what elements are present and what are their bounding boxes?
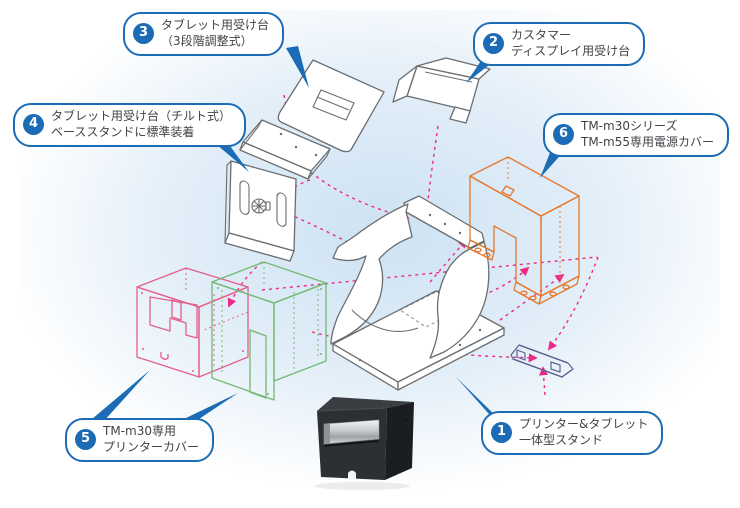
customer-display-holder-illustration xyxy=(392,57,491,124)
stand-illustration xyxy=(330,195,505,391)
callout-printer-cover: 5 TM-m30専用 プリンターカバー xyxy=(65,418,215,462)
callout-number-badge: 5 xyxy=(75,428,96,450)
callout-tablet-holder-tilt: 4 タブレット用受け台（チルト式） ベーススタンドに標準装着 xyxy=(13,103,247,147)
printer-cover-pink-illustration xyxy=(136,267,249,378)
power-cover-illustration xyxy=(467,156,580,305)
callout-number-badge: 6 xyxy=(553,123,574,145)
mounting-bracket-illustration xyxy=(510,344,574,378)
callout-label: TM-m30専用 プリンターカバー xyxy=(103,424,200,455)
callout-display-holder: 2 カスタマー ディスプレイ用受け台 xyxy=(473,22,646,66)
callout-stand: 1 プリンター&タブレット 一体型スタンド xyxy=(481,411,664,455)
callout-tablet-holder-3stage: 3 タブレット用受け台 （3段階調整式） xyxy=(123,12,285,56)
tilt-tablet-holder-illustration xyxy=(224,160,297,262)
printer-photo xyxy=(314,397,414,490)
tablet-holder-3stage-illustration xyxy=(239,59,385,180)
callout-label: タブレット用受け台（チルト式） ベーススタンドに標準装着 xyxy=(51,109,232,140)
printer-cover-green-illustration xyxy=(211,261,327,401)
callout-number-badge: 1 xyxy=(491,421,512,443)
callout-pointers xyxy=(92,46,566,422)
callout-number-badge: 4 xyxy=(23,113,44,135)
callout-number-badge: 2 xyxy=(483,32,504,54)
callout-label: TM-m30シリーズ TM-m55専用電源カバー xyxy=(581,119,714,150)
callout-power-cover: 6 TM-m30シリーズ TM-m55専用電源カバー xyxy=(543,113,729,157)
callout-number-badge: 3 xyxy=(133,22,154,44)
callout-label: カスタマー ディスプレイ用受け台 xyxy=(511,28,631,59)
callout-label: プリンター&タブレット 一体型スタンド xyxy=(519,417,649,448)
callout-label: タブレット用受け台 （3段階調整式） xyxy=(161,18,270,49)
